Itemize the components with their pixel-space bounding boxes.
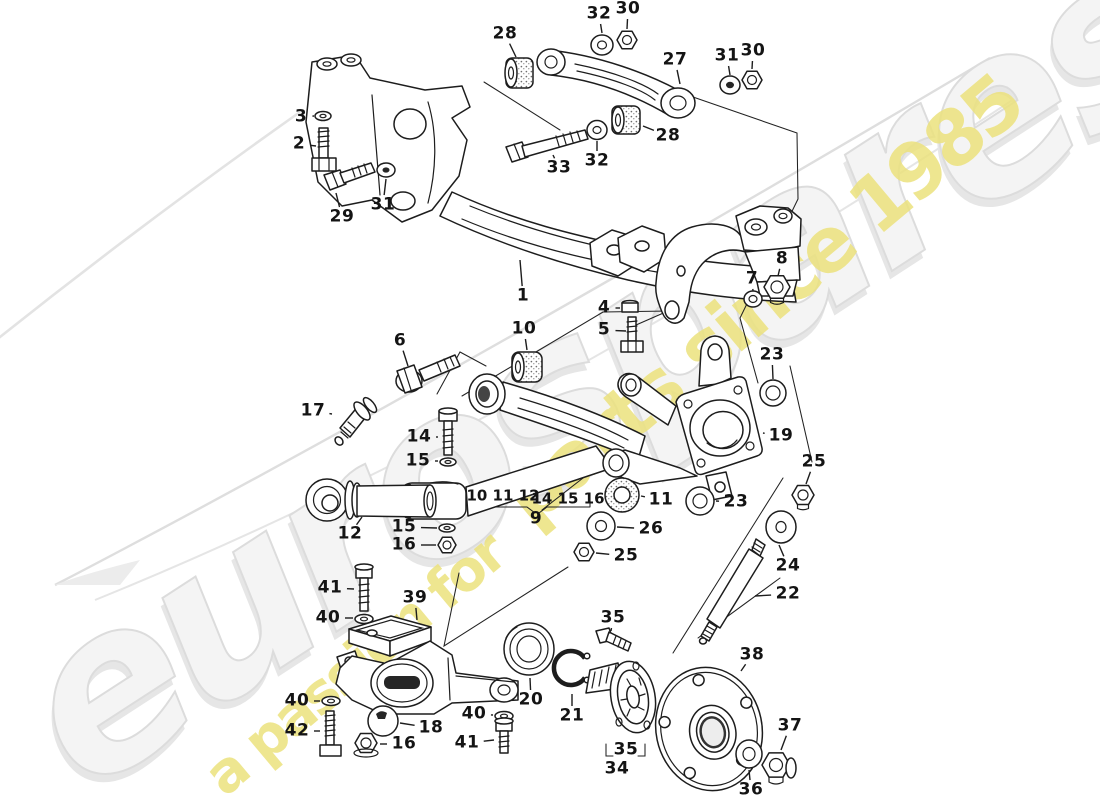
part-callout-36: 36 xyxy=(738,779,764,800)
part-callout-39: 39 xyxy=(402,587,428,608)
part-callout-37: 37 xyxy=(777,715,803,736)
part-callout-30: 30 xyxy=(615,0,641,19)
upper-link-assembly xyxy=(504,30,763,163)
part-callout-25: 25 xyxy=(613,545,639,566)
part-callout-17: 17 xyxy=(300,400,326,421)
part-callout-21: 21 xyxy=(559,705,585,726)
stabilizer-rod xyxy=(698,538,766,645)
part-callout-32: 32 xyxy=(584,150,610,171)
washer-15-upper xyxy=(439,457,457,467)
part-callout-5: 5 xyxy=(597,319,611,340)
washer-23-upper xyxy=(759,379,787,407)
part-callout-27: 27 xyxy=(662,49,688,70)
part-callout-14-15-16: 14 15 16 xyxy=(531,489,605,508)
part-callout-1: 1 xyxy=(516,285,530,306)
part-callout-34: 34 xyxy=(604,758,630,779)
part-callout-18: 18 xyxy=(418,717,444,738)
part-callout-31: 31 xyxy=(370,194,396,215)
part-callout-3: 3 xyxy=(294,106,308,127)
part-callout-19: 19 xyxy=(768,425,794,446)
part-callout-4: 4 xyxy=(597,297,611,318)
bearing-carrier-assembly xyxy=(319,563,519,758)
part-callout-23: 23 xyxy=(759,344,785,365)
part-callout-10: 10 xyxy=(511,318,537,339)
nut-30-right xyxy=(741,70,763,90)
nut-25-left xyxy=(573,542,595,562)
circlip-21 xyxy=(551,648,587,688)
nut-30-left xyxy=(616,30,638,50)
part-callout-20: 20 xyxy=(518,689,544,710)
part-callout-22: 22 xyxy=(775,583,801,604)
part-callout-24: 24 xyxy=(775,555,801,576)
hub-assembly xyxy=(503,622,797,792)
rod-body xyxy=(706,548,764,629)
part-callout-16: 16 xyxy=(391,733,417,754)
washer-23-lower xyxy=(685,486,715,516)
part-callout-30: 30 xyxy=(740,40,766,61)
nut-16-lower xyxy=(354,732,378,754)
washer-3 xyxy=(314,110,332,122)
part-callout-33: 33 xyxy=(546,157,572,178)
washer-36 xyxy=(735,739,763,769)
part-callout-28: 28 xyxy=(655,125,681,146)
part-callout-25: 25 xyxy=(801,451,827,472)
bolt-6-head xyxy=(396,364,423,394)
washer-40-left xyxy=(321,695,341,707)
subframe-mount-hardware xyxy=(311,110,396,191)
washer-40-top xyxy=(354,613,374,625)
center-mount-hardware xyxy=(620,274,791,353)
part-callout-31: 31 xyxy=(714,45,740,66)
wheel-carrier-assembly xyxy=(573,335,815,562)
part-callout-28: 28 xyxy=(492,23,518,44)
washer-32-top xyxy=(590,34,614,56)
part-callout-10-11-12: 10 11 12 xyxy=(466,486,540,505)
part-callout-2: 2 xyxy=(292,133,306,154)
washer-15-lower xyxy=(438,523,456,533)
part-callout-8: 8 xyxy=(775,248,789,269)
part-callout-41: 41 xyxy=(317,577,343,598)
wheel-hub-38 xyxy=(654,666,764,792)
part-callout-41: 41 xyxy=(454,732,480,753)
part-callout-38: 38 xyxy=(739,644,765,665)
part-callout-6: 6 xyxy=(393,330,407,351)
washer-32-lower xyxy=(586,119,608,141)
assembly-group-lines xyxy=(344,81,813,757)
nut-16-upper xyxy=(437,536,457,554)
lower-control-arm-assembly xyxy=(395,351,646,554)
part-callout-11: 11 xyxy=(648,489,674,510)
part-callout-15: 15 xyxy=(405,450,431,471)
part-callout-42: 42 xyxy=(284,720,310,741)
cap-18 xyxy=(367,705,399,737)
part-callout-14: 14 xyxy=(406,426,432,447)
washer-24 xyxy=(765,510,797,544)
tie-rod-assembly xyxy=(305,396,437,522)
part-callout-40: 40 xyxy=(315,607,341,628)
part-callout-9: 9 xyxy=(529,508,543,529)
part-callout-26: 26 xyxy=(638,518,664,539)
part-callout-40: 40 xyxy=(461,703,487,724)
part-callout-35: 35 xyxy=(613,739,639,760)
part-callout-7: 7 xyxy=(745,268,759,289)
part-callout-15: 15 xyxy=(391,516,417,537)
part-callout-16: 16 xyxy=(391,534,417,555)
part-callout-35: 35 xyxy=(600,607,626,628)
part-callout-40: 40 xyxy=(284,690,310,711)
washer-26 xyxy=(586,511,616,541)
part-callout-32: 32 xyxy=(586,3,612,24)
part-callout-29: 29 xyxy=(329,206,355,227)
part-callout-12: 12 xyxy=(337,523,363,544)
wheel-bearing-20 xyxy=(503,622,555,676)
part-callout-23: 23 xyxy=(723,491,749,512)
swoosh-curves xyxy=(0,56,1021,601)
